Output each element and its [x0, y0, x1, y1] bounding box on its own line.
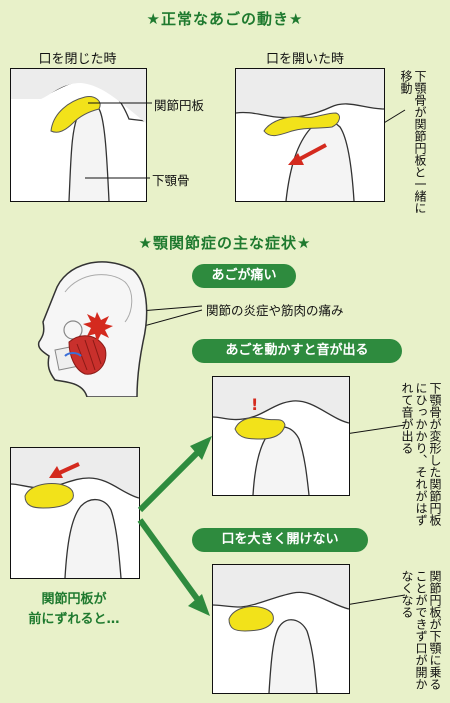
- disc-label: 関節円板: [154, 98, 205, 113]
- symptom-sound-note: 下顎骨が変形した関節円板にひっかかり、それがはずれて音が出る: [400, 382, 442, 526]
- mandible-label: 下顎骨: [152, 173, 190, 188]
- closed-mouth-panel: [10, 68, 147, 202]
- cannot-open-panel: [212, 564, 350, 694]
- open-joint-drawing: [236, 69, 384, 201]
- sound-joint-drawing: [213, 377, 349, 495]
- shift-note-line1: 関節円板が: [41, 592, 107, 607]
- symptom-pain-badge: あごが痛い: [192, 264, 296, 288]
- shifted-joint-drawing: [11, 448, 139, 578]
- open-note: 下顎骨が関節円板と一緒に移動: [399, 70, 427, 214]
- shifted-disc-panel: [10, 447, 140, 579]
- open-mouth-title: 口を開いた時: [265, 52, 344, 67]
- sound-exclaim: !: [251, 395, 259, 414]
- symptom-opening-badge: 口を大きく開けない: [192, 528, 368, 552]
- shift-note-line2: 前にずれると…: [28, 612, 120, 627]
- section-symptoms-title: ★顎関節症の主な症状★: [138, 234, 312, 252]
- symptom-opening-note: 関節円板が下顎に乗ることができず口が開かなくなる: [400, 570, 442, 690]
- sound-panel: !: [212, 376, 350, 496]
- symptom-pain-note: 関節の炎症や筋肉の痛み: [206, 303, 344, 318]
- closed-mouth-title: 口を閉じた時: [38, 52, 117, 67]
- section-normal-title: ★正常なあごの動き★: [146, 10, 304, 28]
- symptom-sound-badge: あごを動かすと音が出る: [192, 339, 402, 363]
- closed-joint-drawing: [11, 69, 146, 201]
- cannot-open-drawing: [213, 565, 349, 693]
- open-mouth-panel: [235, 68, 385, 202]
- shift-note: 関節円板が 前にずれると…: [10, 590, 138, 630]
- head-illustration: [37, 261, 148, 397]
